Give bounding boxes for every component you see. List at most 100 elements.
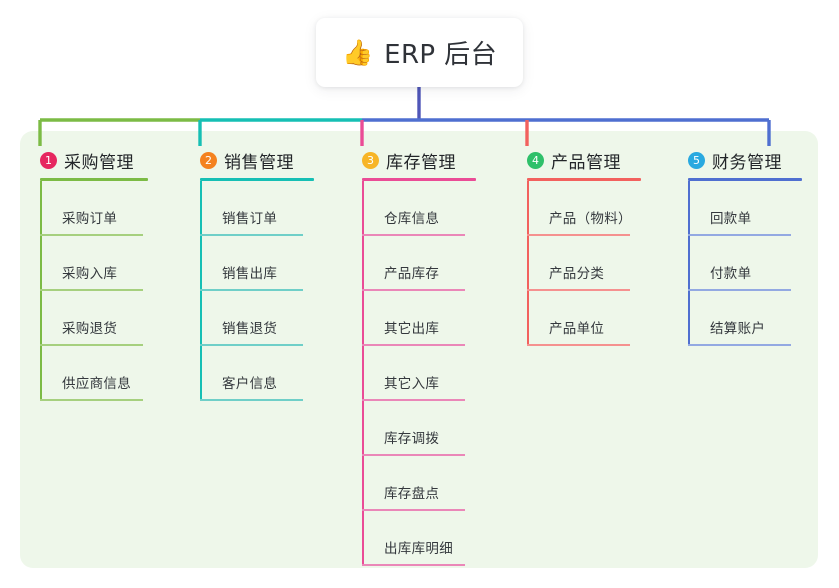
list-item-label: 库存盘点 <box>384 486 440 502</box>
branch-title-4: 产品管理 <box>551 152 621 173</box>
root-title: ERP 后台 <box>384 40 497 70</box>
branch-spine-5 <box>688 181 691 346</box>
list-item[interactable]: 供应商信息 <box>40 346 148 401</box>
list-item-rule <box>200 234 303 236</box>
list-item[interactable]: 销售退货 <box>200 291 314 346</box>
branch-header-5[interactable]: 5 财务管理 <box>688 148 802 173</box>
list-item-label: 出库库明细 <box>384 541 453 557</box>
list-item-label: 销售订单 <box>222 211 278 227</box>
list-item[interactable]: 库存调拨 <box>362 401 476 456</box>
list-item-label: 客户信息 <box>222 376 278 392</box>
branch-spine-2 <box>200 181 203 401</box>
branch-title-3: 库存管理 <box>386 152 456 173</box>
branch-header-rule-5 <box>688 178 802 181</box>
list-item-label: 销售出库 <box>222 266 278 282</box>
list-item-label: 仓库信息 <box>384 211 440 227</box>
list-item[interactable]: 仓库信息 <box>362 181 476 236</box>
branch-spine-1 <box>40 181 43 401</box>
list-item-label: 产品单位 <box>549 321 605 337</box>
list-item-rule <box>362 564 465 566</box>
list-item-rule <box>362 344 465 346</box>
branch-header-2[interactable]: 2 销售管理 <box>200 148 314 173</box>
list-item-rule <box>688 234 791 236</box>
branch-header-4[interactable]: 4 产品管理 <box>527 148 641 173</box>
list-item[interactable]: 采购订单 <box>40 181 148 236</box>
list-item[interactable]: 销售出库 <box>200 236 314 291</box>
branch-header-rule-3 <box>362 178 476 181</box>
branch-badge-3: 3 <box>362 151 379 169</box>
list-item-label: 采购退货 <box>62 321 118 337</box>
list-item-label: 付款单 <box>710 266 752 282</box>
list-item-rule <box>362 509 465 511</box>
list-item-label: 产品库存 <box>384 266 440 282</box>
list-item[interactable]: 付款单 <box>688 236 802 291</box>
list-item-rule <box>40 234 143 236</box>
branches-panel <box>20 131 818 568</box>
branch-items-2: 销售订单销售出库销售退货客户信息 <box>200 181 314 401</box>
list-item[interactable]: 其它入库 <box>362 346 476 401</box>
list-item[interactable]: 库存盘点 <box>362 456 476 511</box>
list-item-rule <box>40 399 143 401</box>
branch-header-rule-1 <box>40 178 148 181</box>
thumbs-up-icon: 👍 <box>342 38 374 67</box>
list-item[interactable]: 采购入库 <box>40 236 148 291</box>
list-item-rule <box>527 234 630 236</box>
branch-badge-4: 4 <box>527 151 544 169</box>
list-item[interactable]: 结算账户 <box>688 291 802 346</box>
list-item[interactable]: 采购退货 <box>40 291 148 346</box>
list-item-rule <box>688 289 791 291</box>
list-item-label: 采购入库 <box>62 266 118 282</box>
list-item-rule <box>40 344 143 346</box>
branch-badge-5: 5 <box>688 151 705 169</box>
branch-header-3[interactable]: 3 库存管理 <box>362 148 476 173</box>
branch-column-4: 4 产品管理产品（物料） 产品分类产品单位 <box>527 148 641 346</box>
branch-badge-2: 2 <box>200 151 217 169</box>
list-item[interactable]: 产品库存 <box>362 236 476 291</box>
branch-badge-1: 1 <box>40 151 57 169</box>
list-item[interactable]: 回款单 <box>688 181 802 236</box>
list-item-label: 产品（物料） <box>549 211 632 227</box>
list-item-label: 其它入库 <box>384 376 440 392</box>
list-item-label: 回款单 <box>710 211 752 227</box>
list-item[interactable]: 客户信息 <box>200 346 314 401</box>
branch-items-3: 仓库信息产品库存其它出库其它入库库存调拨库存盘点出库库明细 <box>362 181 476 566</box>
list-item[interactable]: 产品单位 <box>527 291 641 346</box>
branch-column-3: 3 库存管理仓库信息产品库存其它出库其它入库库存调拨库存盘点出库库明细 <box>362 148 476 566</box>
list-item-rule <box>200 399 303 401</box>
branch-items-5: 回款单付款单结算账户 <box>688 181 802 346</box>
list-item-rule <box>40 289 143 291</box>
branch-spine-3 <box>362 181 365 566</box>
branch-column-2: 2 销售管理销售订单销售出库销售退货客户信息 <box>200 148 314 401</box>
list-item-rule <box>200 344 303 346</box>
branch-items-1: 采购订单采购入库采购退货供应商信息 <box>40 181 148 401</box>
list-item-label: 其它出库 <box>384 321 440 337</box>
list-item-label: 供应商信息 <box>62 376 131 392</box>
list-item-rule <box>688 344 791 346</box>
branch-items-4: 产品（物料） 产品分类产品单位 <box>527 181 641 346</box>
branch-spine-4 <box>527 181 530 346</box>
list-item[interactable]: 其它出库 <box>362 291 476 346</box>
list-item-rule <box>362 289 465 291</box>
branch-header-rule-2 <box>200 178 314 181</box>
list-item-rule <box>527 344 630 346</box>
list-item-rule <box>362 454 465 456</box>
branch-column-5: 5 财务管理回款单付款单结算账户 <box>688 148 802 346</box>
list-item-rule <box>362 399 465 401</box>
root-node[interactable]: 👍 ERP 后台 <box>316 18 523 87</box>
list-item-rule <box>527 289 630 291</box>
branch-title-2: 销售管理 <box>224 152 294 173</box>
branch-header-rule-4 <box>527 178 641 181</box>
list-item-label: 采购订单 <box>62 211 118 227</box>
branch-title-5: 财务管理 <box>712 152 782 173</box>
list-item[interactable]: 产品分类 <box>527 236 641 291</box>
list-item[interactable]: 销售订单 <box>200 181 314 236</box>
list-item-label: 库存调拨 <box>384 431 440 447</box>
list-item[interactable]: 出库库明细 <box>362 511 476 566</box>
list-item[interactable]: 产品（物料） <box>527 181 641 236</box>
list-item-label: 产品分类 <box>549 266 605 282</box>
list-item-label: 结算账户 <box>710 321 766 337</box>
list-item-rule <box>200 289 303 291</box>
